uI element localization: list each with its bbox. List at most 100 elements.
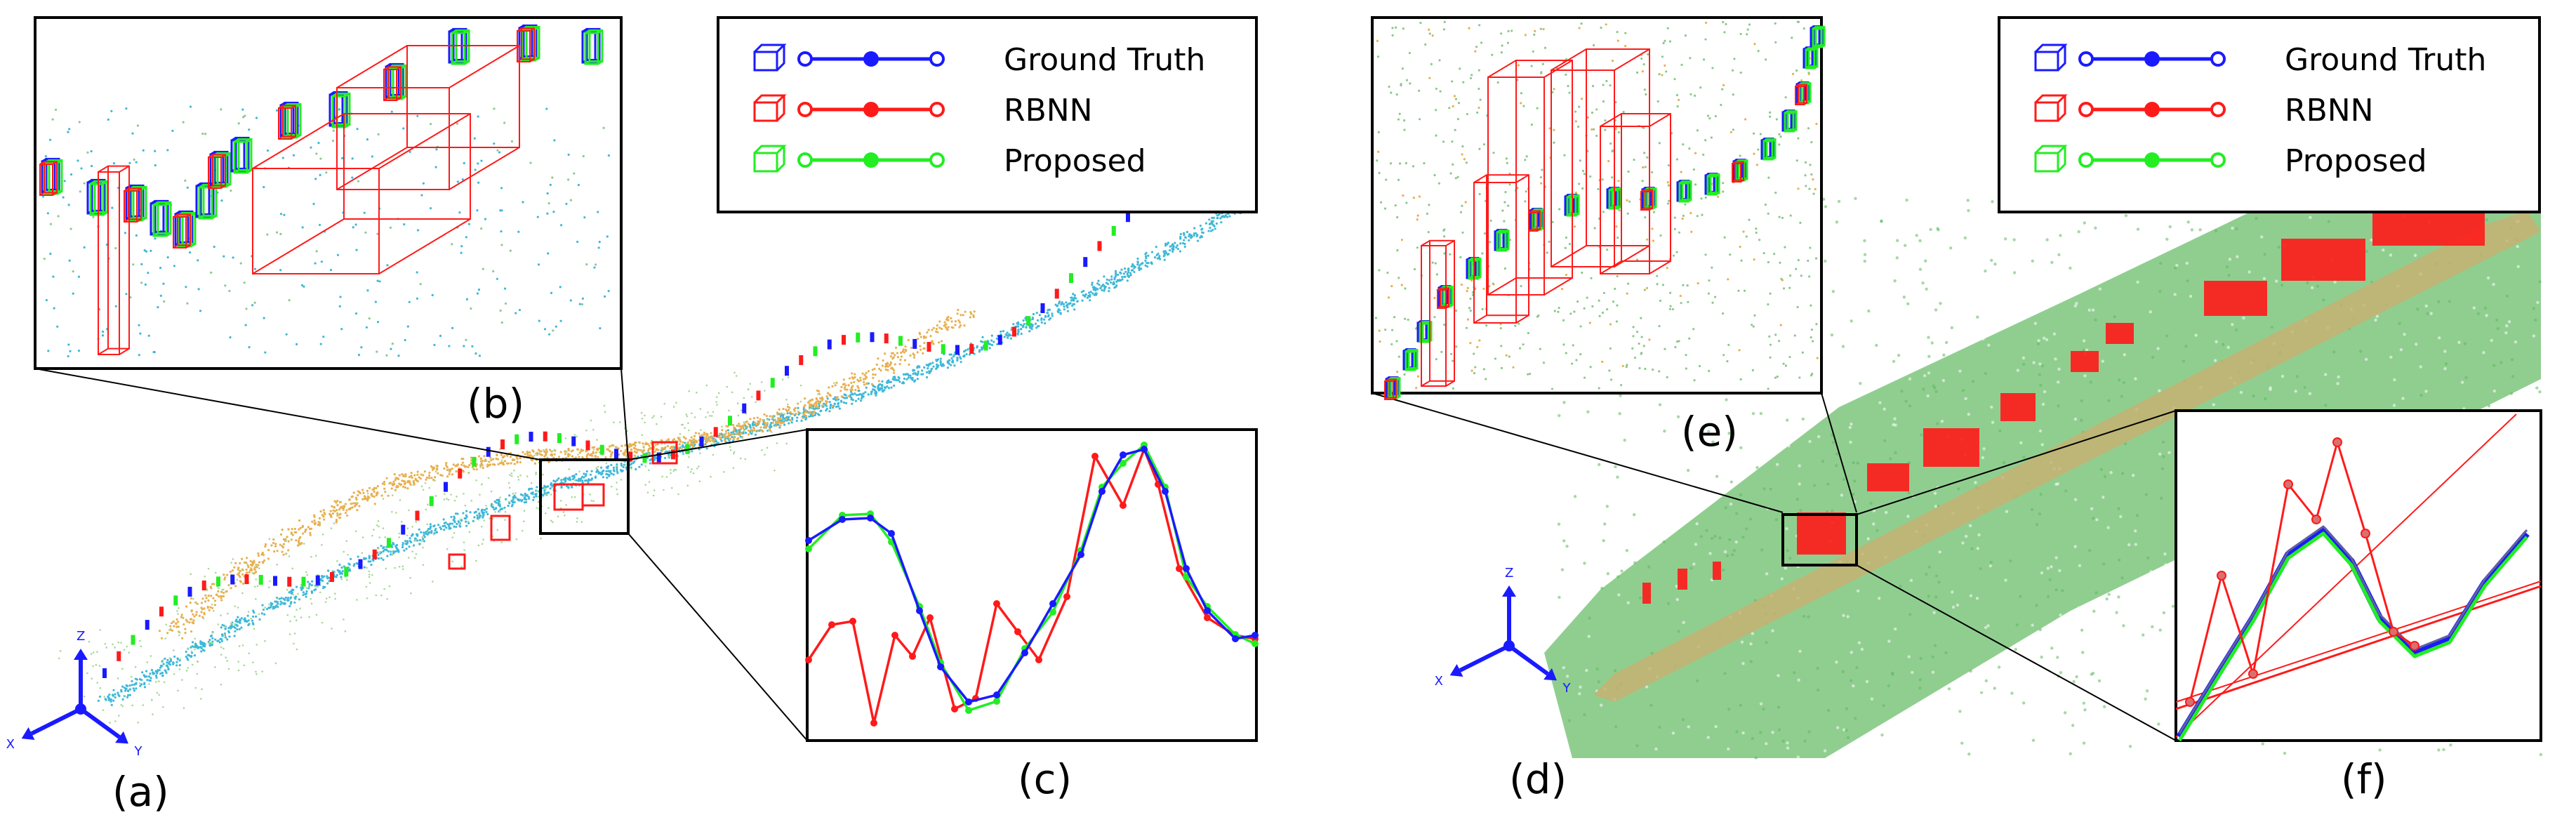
cube-icon [753,44,787,72]
track-box [244,574,249,585]
axis-arrowhead-z [1502,585,1516,597]
inset-f-lines [2175,413,2542,742]
rbnn-cluster [1923,428,1979,467]
rbnn-cluster [2071,351,2099,372]
inset-c-lines [805,442,1259,727]
legend-marker [2078,51,2094,67]
track-box [770,378,775,388]
legend-marker [2210,102,2226,117]
cube-icon [2034,44,2068,72]
legend-label: RBNN [2285,93,2374,128]
inset-e-bounding-boxes [1384,25,1826,400]
legend-marker [2144,51,2160,67]
zoom-connector-f [1856,410,2177,741]
legend-marker [2078,152,2094,168]
track-box [728,416,732,426]
legend-item: Proposed [2034,143,2427,179]
legend-marker [2210,152,2226,168]
axis-arrowhead-z [74,649,88,660]
axis-arrow-x [30,707,82,736]
road-strip [1593,211,2541,702]
track-box [585,440,590,451]
trajectory-boxes [102,172,1230,678]
zoom-region-box-a [539,458,630,535]
axis-arrowhead-x [1449,664,1463,677]
track-box [315,575,320,585]
track-box [1012,326,1016,337]
legend-label: Ground Truth [1004,42,1205,78]
track-box [571,436,576,446]
track-box [699,437,704,447]
detected-object-clusters [1642,211,2485,604]
inset-b [34,16,623,370]
track-box [628,451,633,462]
rbnn-cluster [1642,583,1651,604]
track-box [785,366,789,376]
track-box [599,444,604,455]
legend-marker [2144,102,2160,117]
inset-e-points [1374,20,1819,390]
track-box [187,586,192,597]
inset-c-trajectory-plot [805,428,1259,742]
track-box [813,346,818,357]
track-box [742,403,747,413]
legend-item: Ground Truth [2034,42,2486,78]
track-box [983,340,988,351]
track-box [713,427,718,437]
track-box [131,635,135,645]
track-box [1040,303,1045,314]
inset-b-bounding-boxes [39,24,604,355]
cube-icon [2034,94,2068,122]
track-box [1126,212,1130,223]
track-box [756,390,761,401]
legend-label: Proposed [2285,143,2427,179]
axis-label-z: Z [1505,566,1513,581]
track-box [997,335,1002,345]
track-box [842,335,846,345]
panel-label-e: (e) [1681,408,1738,456]
track-box [387,538,391,548]
track-box [557,433,562,444]
legend-marker [863,51,879,67]
legend-label: RBNN [1004,93,1093,128]
track-box [1069,273,1073,284]
legend-marker [2078,102,2094,117]
axis-arrowhead-y [1543,668,1557,681]
axis-label-x: X [6,737,15,752]
track-box [173,595,178,606]
track-box [230,574,235,585]
track-box [216,576,220,587]
legend-marker [929,152,945,168]
orange-point-cloud [158,308,976,639]
panel-label-f: (f) [2341,755,2387,803]
track-box [912,338,917,349]
track-box [201,581,206,591]
track-box [145,620,150,630]
track-box [358,559,363,569]
track-box [799,355,804,366]
legend-label: Ground Truth [2285,42,2486,78]
legend-item: Proposed [753,143,1146,179]
track-box [500,439,505,450]
rbnn-cluster [2372,211,2485,246]
panel-label-b: (b) [467,380,524,427]
rbnn-box [448,553,466,570]
zoom-region-box-d [1781,513,1858,566]
track-box [458,468,463,479]
axis-label-z: Z [77,629,85,644]
rbnn-cluster [1678,569,1687,590]
track-box [301,576,306,587]
rbnn-box [581,483,605,507]
track-box [1026,316,1031,326]
legend-marker [797,102,813,117]
track-box [529,432,533,442]
panel-label-a: (a) [112,768,169,816]
track-box [486,446,491,457]
track-box [856,332,861,343]
rbnn-cluster [2281,239,2365,281]
legend-label: Proposed [1004,143,1146,179]
track-box [1097,241,1102,251]
